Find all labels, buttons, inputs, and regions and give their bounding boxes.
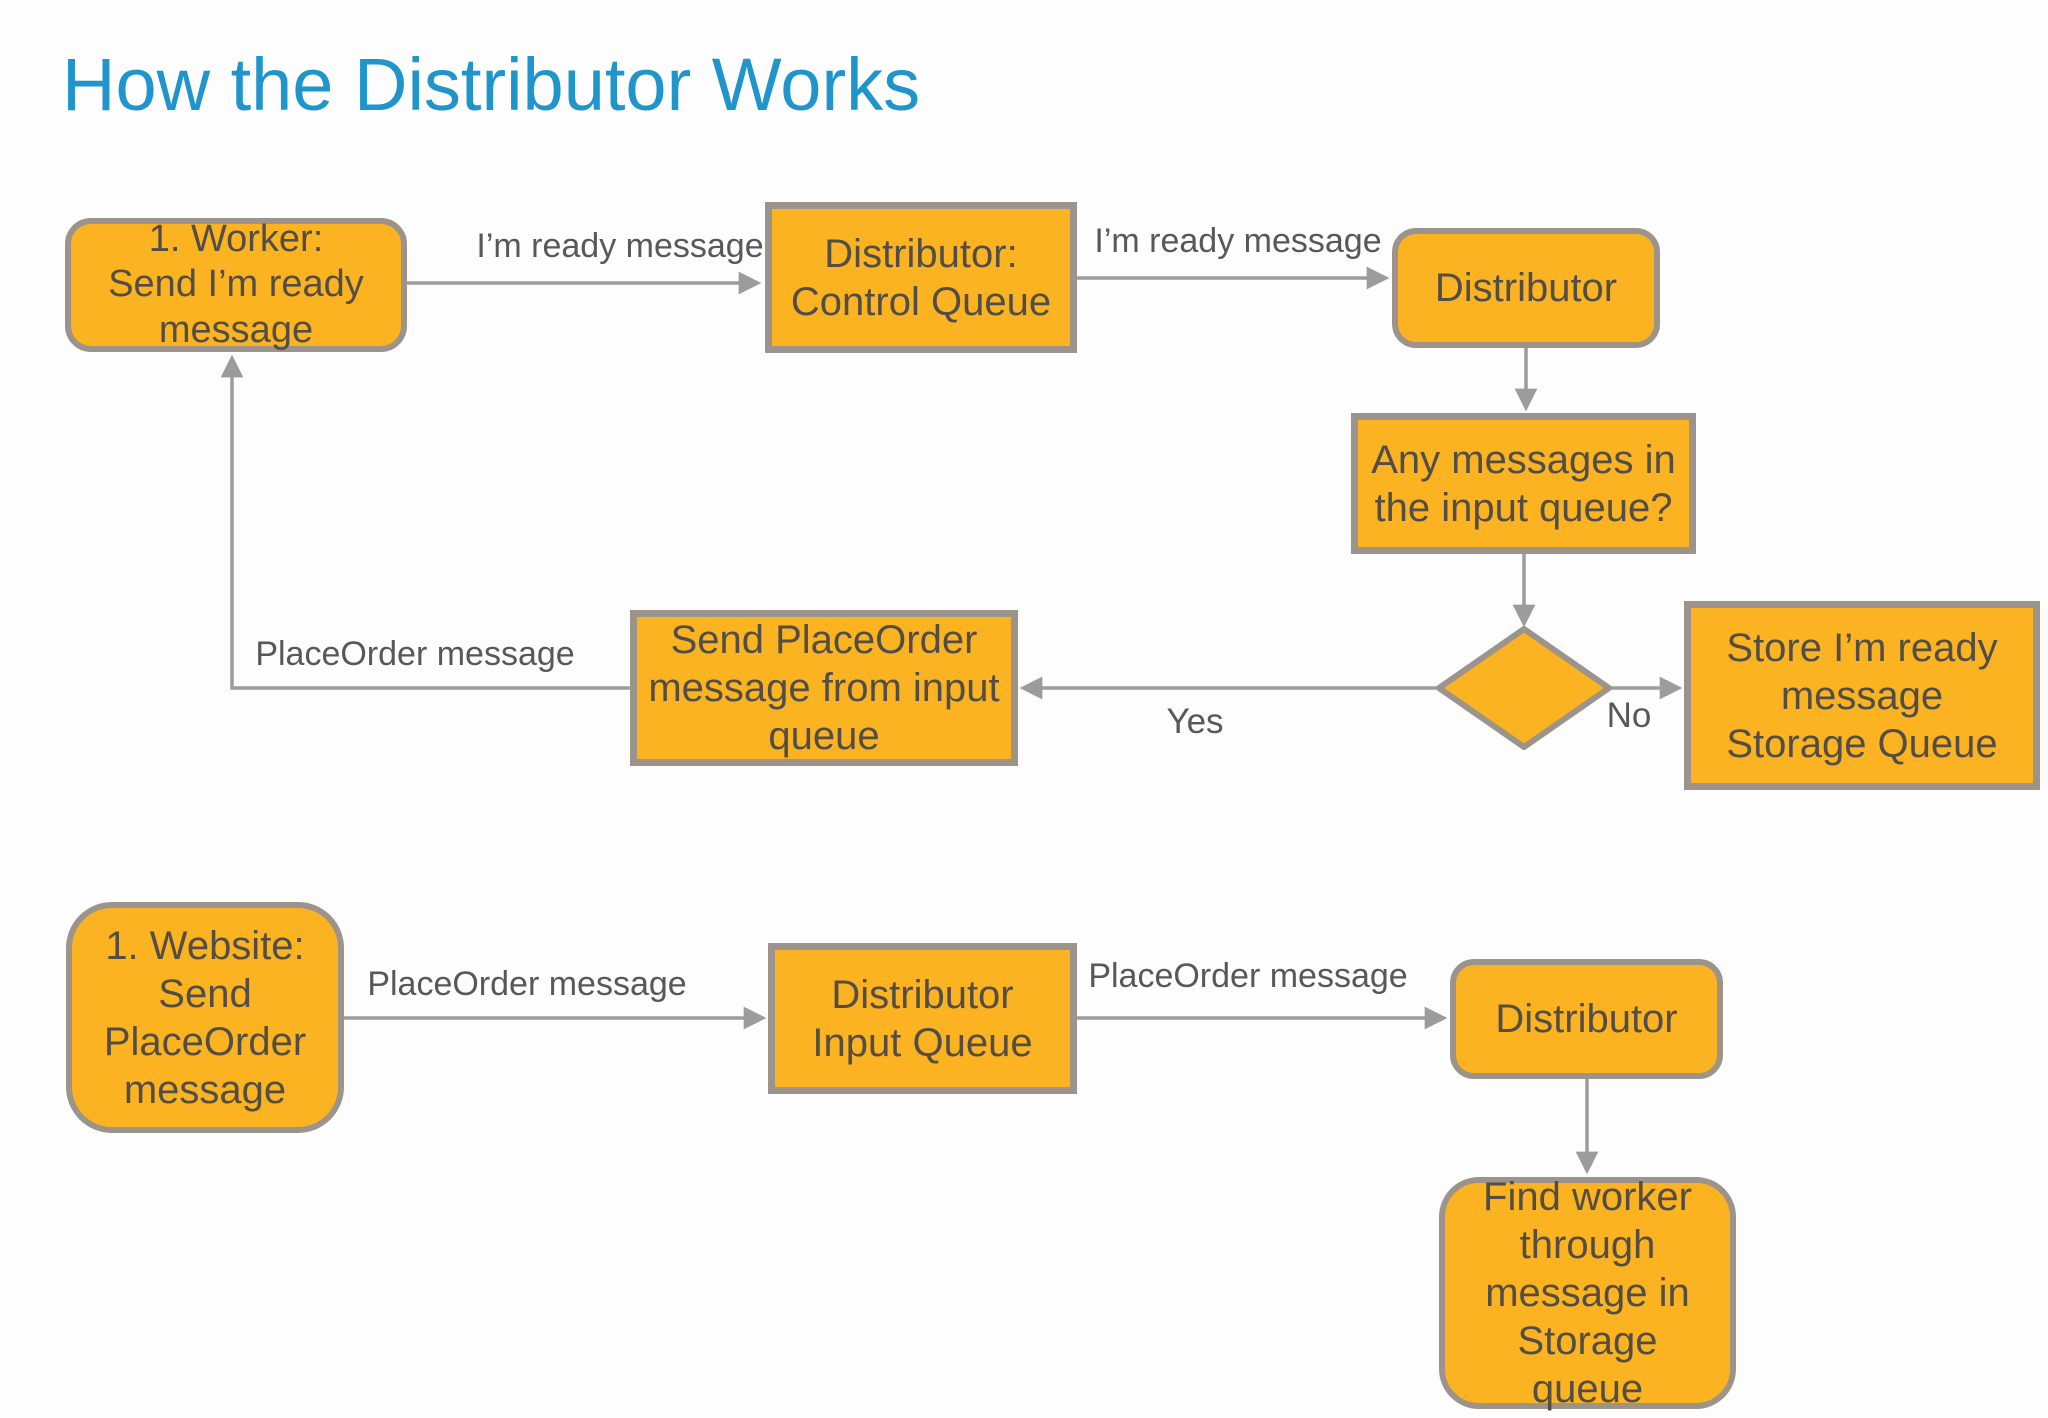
edge-label-im-ready-1: I’m ready message	[476, 227, 764, 265]
node-input-queue: Distributor Input Queue	[768, 943, 1077, 1094]
edge-label-placeorder-loop: PlaceOrder message	[255, 635, 575, 673]
node-store-ready: Store I’m ready message Storage Queue	[1684, 601, 2040, 790]
edge-label-placeorder-1: PlaceOrder message	[367, 965, 687, 1003]
node-any-messages: Any messages in the input queue?	[1351, 413, 1696, 554]
edge-label-placeorder-2: PlaceOrder message	[1088, 957, 1408, 995]
page-title: How the Distributor Works	[62, 43, 921, 126]
edge-label-im-ready-2: I’m ready message	[1094, 222, 1382, 260]
node-control-queue: Distributor: Control Queue	[765, 202, 1077, 353]
node-distributor-bottom: Distributor	[1450, 959, 1723, 1079]
edge-label-no: No	[1606, 696, 1652, 735]
node-worker: 1. Worker: Send I’m ready message	[65, 218, 407, 352]
decision-diamond	[1436, 626, 1612, 750]
edge-label-yes: Yes	[1166, 702, 1224, 741]
node-send-placeorder: Send PlaceOrder message from input queue	[630, 610, 1018, 766]
node-distributor-top: Distributor	[1392, 228, 1660, 348]
node-find-worker: Find worker through message in Storage q…	[1439, 1175, 1736, 1411]
node-website: 1. Website: Send PlaceOrder message	[66, 902, 344, 1133]
